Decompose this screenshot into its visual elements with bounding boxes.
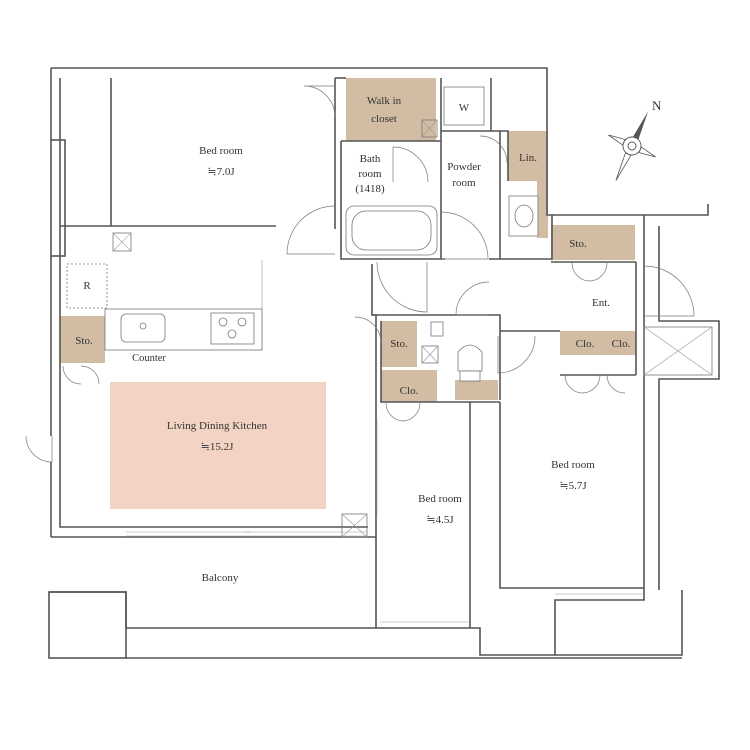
- bedroom-right-area: ≒5.7J: [559, 480, 587, 492]
- ldk-name: Living Dining Kitchen: [167, 420, 268, 432]
- entry-label: Ent.: [592, 297, 610, 309]
- bedroom-main-name: Bed room: [199, 145, 243, 157]
- compass-icon: N: [608, 98, 662, 181]
- walk-in-closet-fill: [346, 78, 436, 141]
- powder-line2: room: [452, 177, 476, 189]
- bath-line2: room: [358, 168, 382, 180]
- bath-line3: (1418): [355, 183, 385, 195]
- bath-line1: Bath: [360, 153, 381, 165]
- linen-strip-fill: [537, 181, 548, 238]
- bedroom-middle-name: Bed room: [418, 493, 462, 505]
- storage-hall-fill: [381, 321, 417, 367]
- refrigerator: [66, 263, 108, 309]
- stove: [210, 312, 255, 345]
- storage-kitchen-label: Sto.: [75, 335, 93, 347]
- refrigerator-label: R: [83, 280, 91, 292]
- closet-right-b-label: Clo.: [612, 338, 631, 350]
- ldk-highlight: [110, 382, 326, 509]
- bedroom-middle-area: ≒4.5J: [426, 514, 454, 526]
- bathtub: [345, 205, 438, 256]
- washbasin: [508, 195, 539, 237]
- compass-label: N: [652, 98, 662, 113]
- storage-entry-label: Sto.: [569, 238, 587, 250]
- toilet-tank: [430, 321, 444, 337]
- counter-label: Counter: [132, 353, 166, 364]
- bedroom-main-area: ≒7.0J: [207, 166, 235, 178]
- balcony-label: Balcony: [202, 572, 239, 584]
- ldk-area: ≒15.2J: [201, 441, 234, 453]
- room-labels: Bed room ≒7.0J Walk in closet W Bath roo…: [75, 95, 630, 584]
- shafts: [112, 119, 439, 538]
- closet-right-fill: [560, 331, 636, 355]
- closet-right-a-label: Clo.: [576, 338, 595, 350]
- exterior-walls: [48, 67, 720, 659]
- washer-label: W: [459, 102, 470, 114]
- bedroom-right-name: Bed room: [551, 459, 595, 471]
- storage-hall-label: Sto.: [390, 338, 408, 350]
- fixtures: [66, 86, 539, 382]
- door-swings: [25, 85, 695, 463]
- toilet-floor-fill: [455, 380, 498, 400]
- walk-in-closet-line2: closet: [371, 113, 397, 125]
- linen-fill: [508, 131, 548, 181]
- toilet: [457, 344, 483, 372]
- powder-line1: Powder: [447, 161, 481, 173]
- interior-walls: [60, 77, 644, 628]
- closet-hall-fill: [381, 370, 437, 402]
- storage-fills: [60, 78, 636, 509]
- kitchen-sink: [120, 313, 166, 343]
- storage-entry-fill: [551, 225, 635, 260]
- closet-hall-label: Clo.: [400, 385, 419, 397]
- storage-kitchen-fill: [60, 316, 105, 363]
- walk-in-closet-line1: Walk in: [367, 95, 402, 107]
- linen-label: Lin.: [519, 152, 537, 164]
- washer-box: [443, 86, 485, 126]
